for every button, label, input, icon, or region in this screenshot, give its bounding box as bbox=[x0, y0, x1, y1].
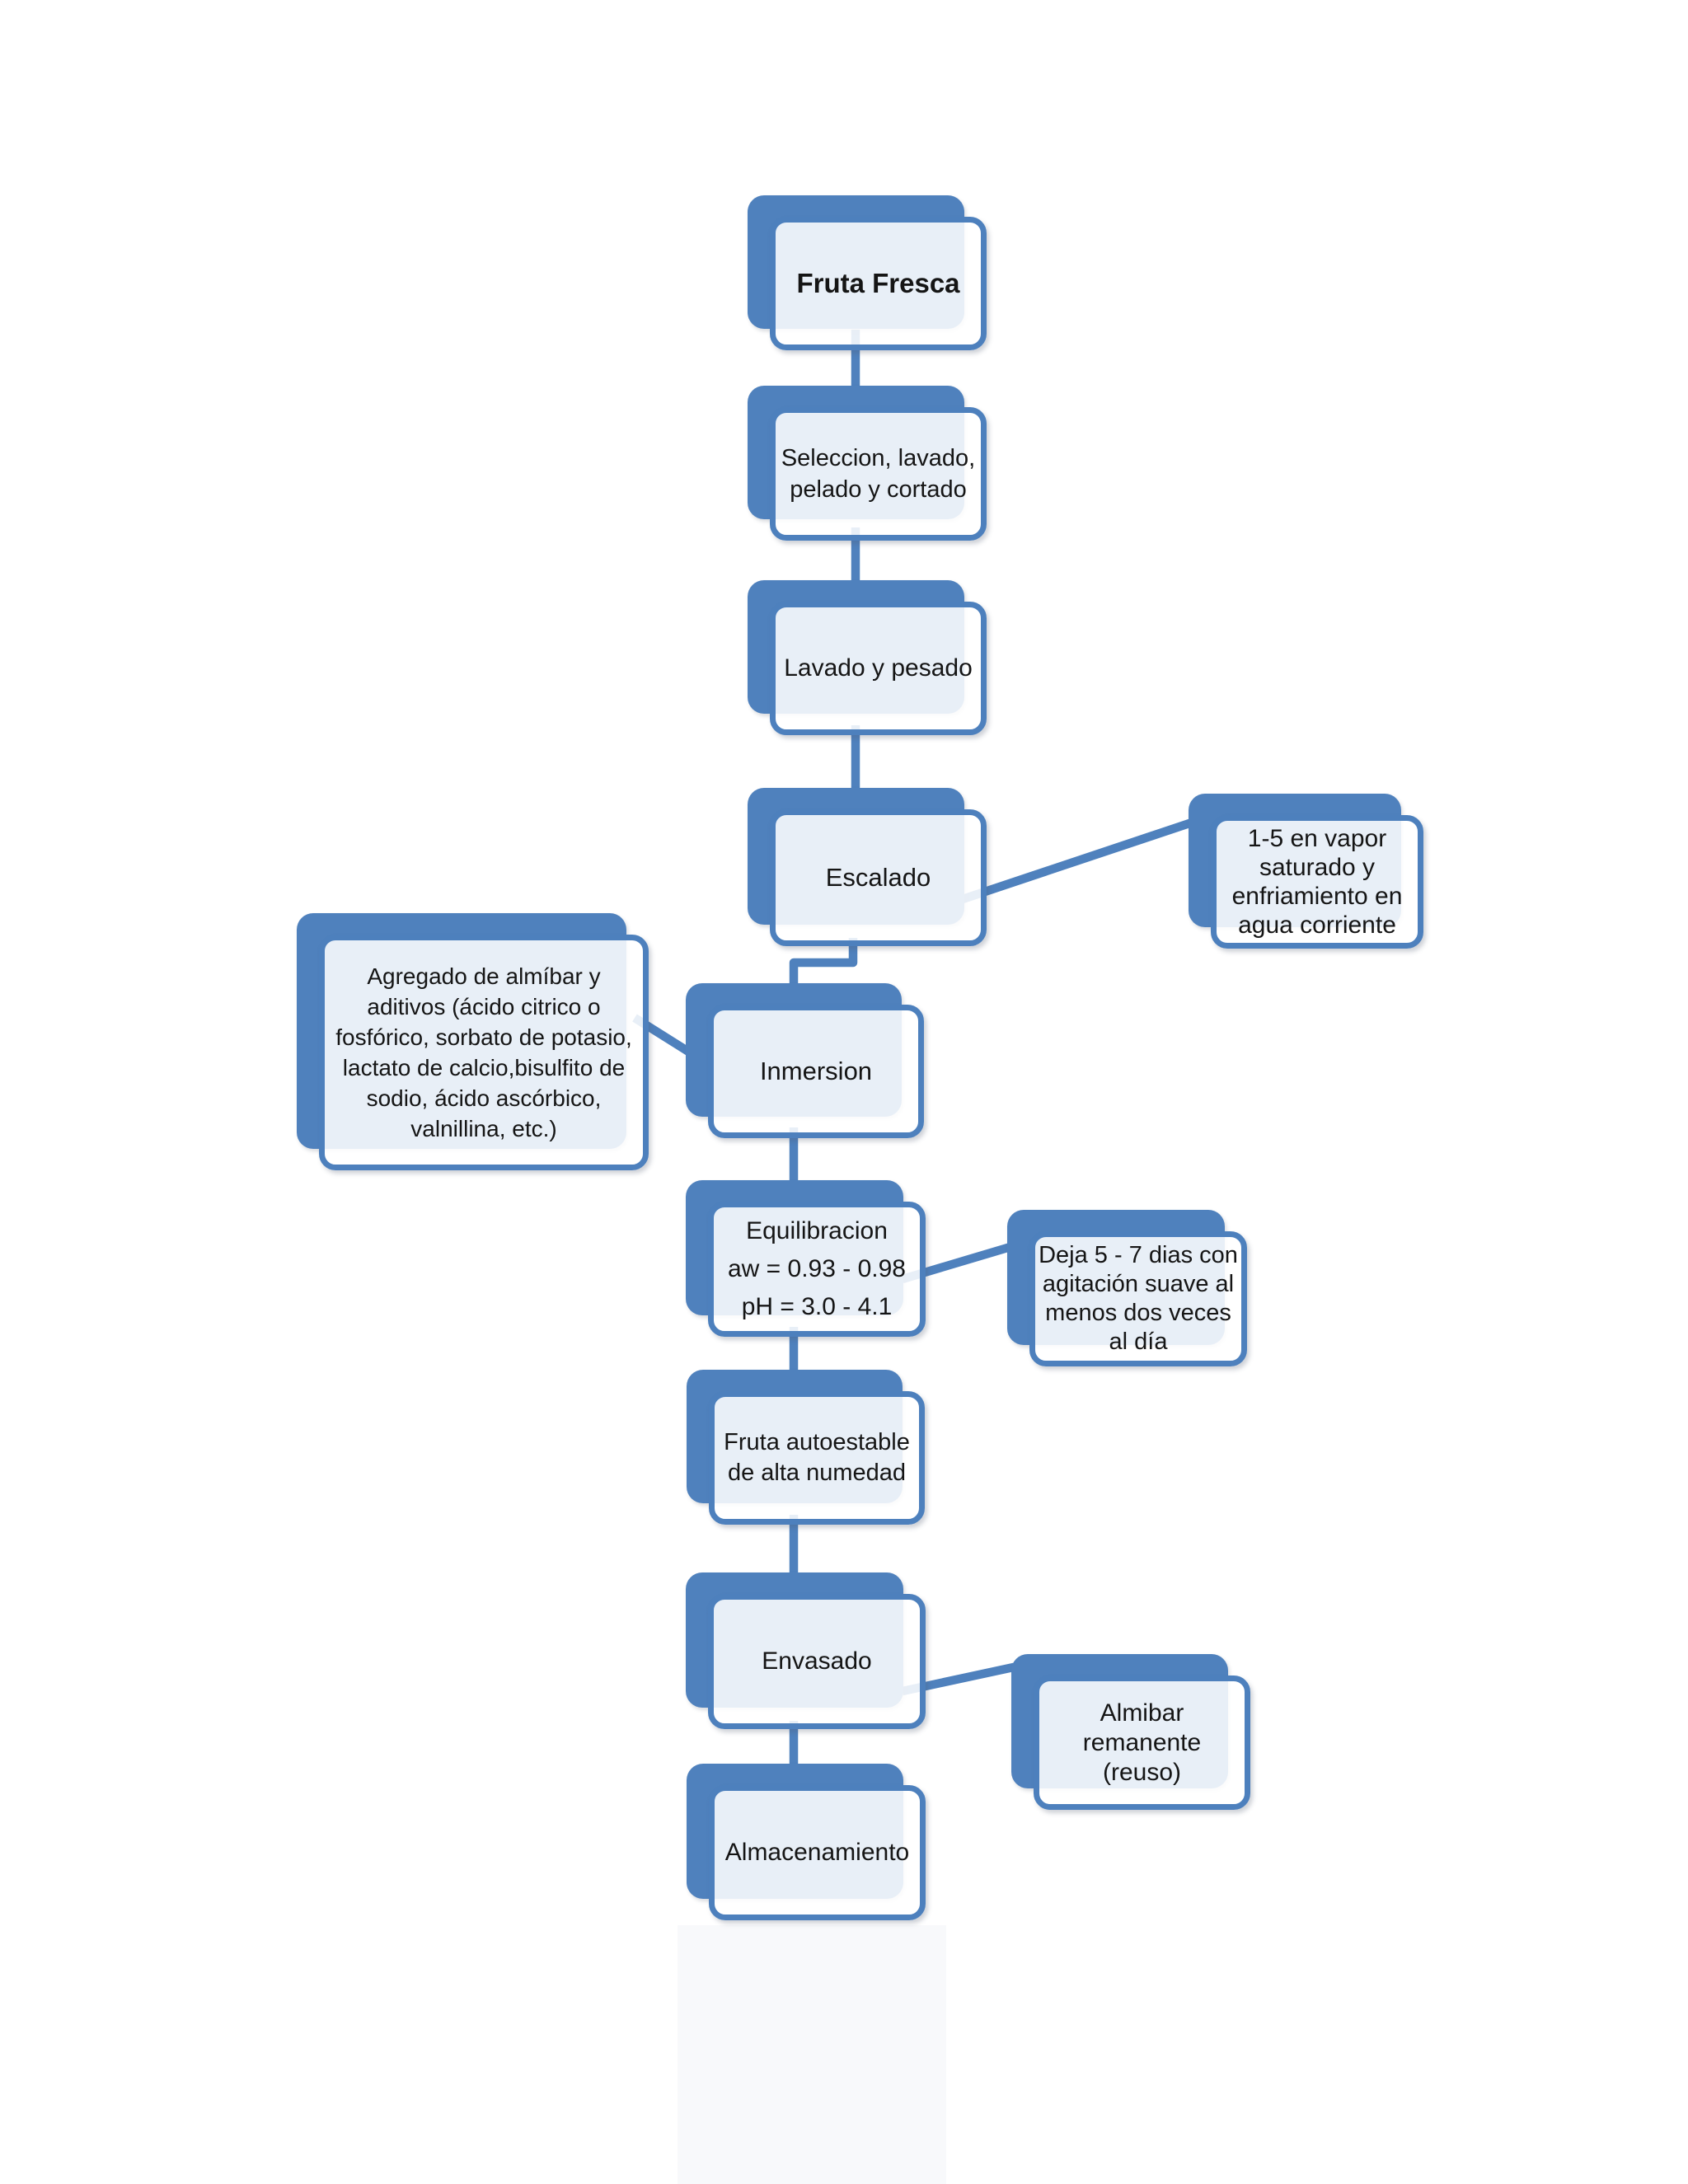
node-label: Fruta Fresca bbox=[796, 268, 960, 298]
node-front-panel: Agregado de almíbar y aditivos (ácido ci… bbox=[319, 935, 649, 1170]
node-label: Escalado bbox=[825, 863, 931, 892]
node-front-panel: Fruta Fresca bbox=[770, 217, 987, 350]
node-front-panel: Fruta autoestable de alta numedad bbox=[709, 1391, 925, 1525]
node-front-panel: Deja 5 - 7 dias con agitación suave al m… bbox=[1029, 1231, 1247, 1366]
node-label-line: (reuso) bbox=[1102, 1758, 1182, 1786]
node-front-panel: Escalado bbox=[770, 809, 987, 946]
node-label: Lavado y pesado bbox=[784, 654, 973, 682]
node-label: Almacenamiento bbox=[724, 1839, 910, 1866]
scan-artifact-band bbox=[678, 1925, 946, 2184]
node-front-panel: Seleccion, lavado, pelado y cortado bbox=[770, 407, 987, 541]
node-label-line: sodio, ácido ascórbico, bbox=[366, 1085, 602, 1111]
node-label-line: Almibar bbox=[1100, 1699, 1184, 1727]
node-front-panel: Equilibracion aw = 0.93 - 0.98 pH = 3.0 … bbox=[708, 1202, 926, 1337]
node-label-line: Equilibracion bbox=[746, 1217, 888, 1244]
node-label-line: remanente bbox=[1082, 1728, 1202, 1756]
node-label: Inmersion bbox=[759, 1057, 873, 1085]
node-label-line: valnillina, etc.) bbox=[410, 1116, 557, 1141]
node-front-panel: Inmersion bbox=[708, 1005, 924, 1138]
node-label-line: lactato de calcio,bisulfito de bbox=[342, 1055, 626, 1080]
node-front-panel: Almacenamiento bbox=[709, 1785, 926, 1920]
node-label-line: agua corriente bbox=[1238, 912, 1396, 939]
node-label-line: saturado y bbox=[1259, 854, 1376, 881]
node-label-line: Deja 5 - 7 dias con bbox=[1039, 1242, 1238, 1268]
node-label-line: menos dos veces bbox=[1045, 1300, 1231, 1326]
node-label-line: 1-5 en vapor bbox=[1247, 825, 1387, 852]
node-front-panel: Envasado bbox=[708, 1594, 926, 1729]
connector-escalado-vapor bbox=[959, 812, 1213, 904]
node-label-line: aw = 0.93 - 0.98 bbox=[728, 1255, 906, 1282]
node-label-line: pH = 3.0 - 4.1 bbox=[741, 1293, 893, 1320]
node-label-line: pelado y cortado bbox=[790, 476, 967, 503]
node-label-line: aditivos (ácido citrico o bbox=[367, 994, 601, 1019]
node-label-line: de alta numedad bbox=[727, 1460, 907, 1486]
node-label: Envasado bbox=[762, 1647, 872, 1675]
node-label-line: enfriamiento en bbox=[1231, 883, 1403, 910]
node-label-line: al día bbox=[1109, 1329, 1168, 1355]
node-front-panel: 1-5 en vapor saturado y enfriamiento en … bbox=[1211, 815, 1423, 949]
node-label-line: Seleccion, lavado, bbox=[781, 445, 976, 471]
node-label-line: fosfórico, sorbato de potasio, bbox=[335, 1024, 632, 1050]
node-label-line: Fruta autoestable bbox=[724, 1429, 910, 1455]
node-front-panel: Almibar remanente (reuso) bbox=[1034, 1675, 1250, 1810]
connector-escalado-inmersion bbox=[789, 938, 858, 993]
node-front-panel: Lavado y pesado bbox=[770, 602, 987, 735]
node-label-line: agitación suave al bbox=[1042, 1271, 1235, 1297]
node-label-line: Agregado de almíbar y bbox=[367, 963, 601, 989]
